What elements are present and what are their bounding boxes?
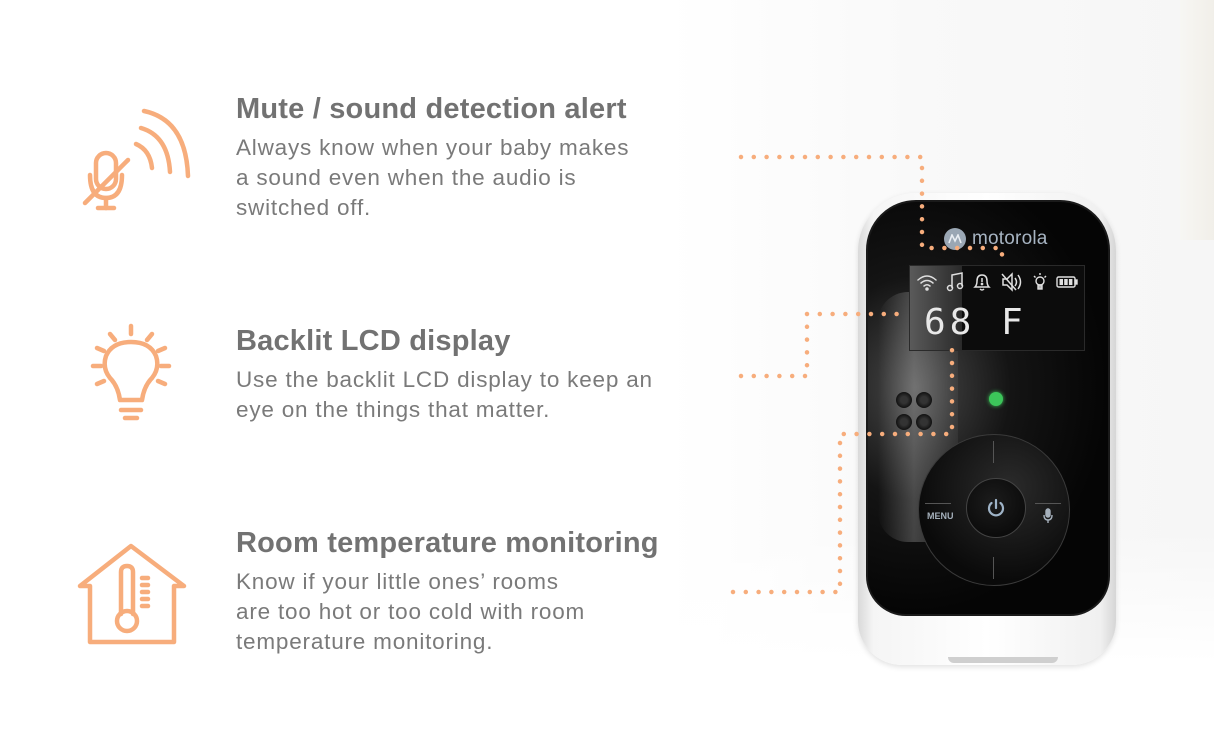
feature-title: Room temperature monitoring [236, 527, 659, 559]
description-line: are too hot or too cold with room [236, 599, 586, 624]
up-button-marker[interactable] [993, 441, 994, 463]
night-light-icon [1033, 273, 1047, 290]
status-led [989, 392, 1003, 406]
callout-mute-line [738, 154, 1005, 265]
speaker-grille [896, 392, 936, 432]
menu-button[interactable]: MENU [927, 511, 954, 521]
feature-title: Mute / sound detection alert [236, 93, 627, 125]
callout-temperature-line [730, 341, 955, 595]
description-line: Always know when your baby makes [236, 135, 630, 160]
temperature-readout: 68 F [924, 302, 1027, 343]
power-button[interactable] [966, 478, 1026, 538]
feature-backlit-lcd: Backlit LCD display Use the backlit LCD … [236, 323, 653, 425]
alert-bell-icon [973, 274, 991, 291]
brand-logo: motorola [944, 228, 1048, 250]
brand-name: motorola [972, 228, 1048, 249]
feature-mute-sound-detection: Mute / sound detection alert Always know… [236, 91, 629, 223]
down-button-marker[interactable] [993, 557, 994, 579]
house-thermometer-icon [77, 543, 187, 645]
power-icon [987, 498, 1005, 517]
device-base [948, 657, 1058, 663]
temperature-value: 68 [924, 302, 976, 343]
navigation-pad[interactable]: MENU [918, 434, 1070, 586]
description-line: Use the backlit LCD display to keep an [236, 367, 653, 392]
battery-icon [1056, 276, 1078, 288]
menu-button-marker [925, 503, 951, 504]
device-face: motorola [866, 200, 1110, 616]
feature-room-temperature: Room temperature monitoring Know if your… [236, 525, 659, 657]
background-panel [1180, 0, 1214, 240]
talk-button-marker [1035, 503, 1061, 504]
speaker-muted-icon [1001, 272, 1022, 292]
description-line: temperature monitoring. [236, 629, 494, 654]
lightbulb-icon [90, 323, 172, 421]
feature-title: Backlit LCD display [236, 325, 511, 357]
signal-icon [917, 275, 937, 291]
description-line: a sound even when the audio is [236, 165, 577, 190]
baby-monitor-device: motorola [858, 193, 1116, 665]
description-line: eye on the things that matter. [236, 397, 551, 422]
feature-description: Know if your little ones’ rooms are too … [236, 567, 659, 657]
motorola-logo-icon [944, 228, 966, 250]
music-note-icon [946, 272, 964, 292]
description-line: switched off. [236, 195, 372, 220]
muted-mic-with-sound-waves-icon [82, 108, 191, 211]
feature-description: Use the backlit LCD display to keep an e… [236, 365, 653, 425]
temperature-unit: F [1001, 302, 1027, 343]
lcd-display: 68 F [909, 265, 1085, 351]
lcd-status-icons [916, 272, 1078, 292]
callout-lcd-line [738, 311, 900, 379]
microphone-icon[interactable] [1043, 508, 1053, 524]
description-line: Know if your little ones’ rooms [236, 569, 559, 594]
feature-description: Always know when your baby makes a sound… [236, 133, 629, 223]
